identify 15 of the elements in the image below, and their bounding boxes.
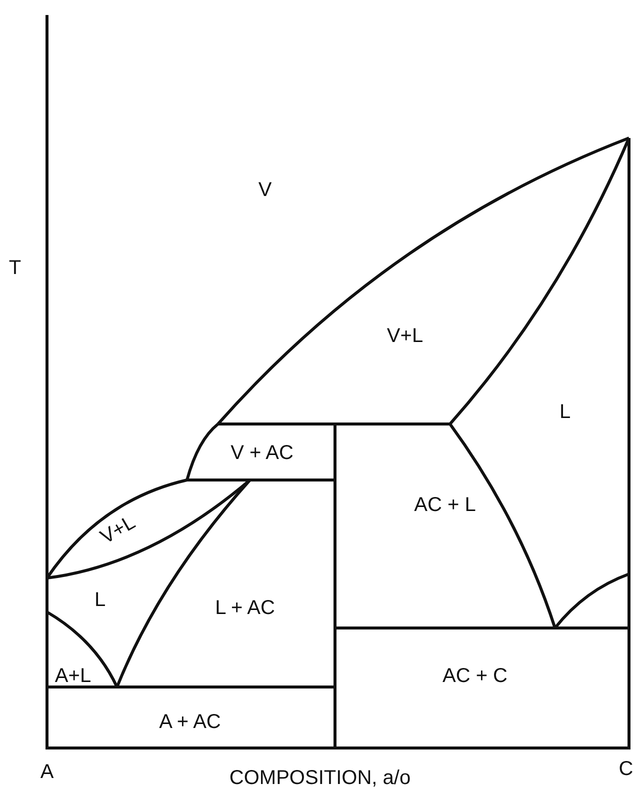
phase-label: V+L	[97, 512, 139, 548]
axis-label: T	[8, 258, 22, 278]
phase-label: AC + C	[442, 666, 508, 686]
phase-label: L + AC	[215, 598, 275, 618]
axis-label: A	[40, 762, 54, 782]
phase-label: AC + L	[414, 495, 476, 515]
phase-label: A + AC	[159, 712, 221, 732]
phase-label: A+L	[54, 666, 92, 686]
phase-label: L	[94, 590, 106, 610]
axis-label: C	[618, 759, 633, 779]
phase-label: V+L	[386, 326, 424, 346]
phase-label: L	[559, 402, 571, 422]
axis-label: COMPOSITION, a/o	[229, 768, 411, 788]
phase-label: V	[258, 180, 272, 200]
phase-label: V + AC	[230, 443, 294, 463]
